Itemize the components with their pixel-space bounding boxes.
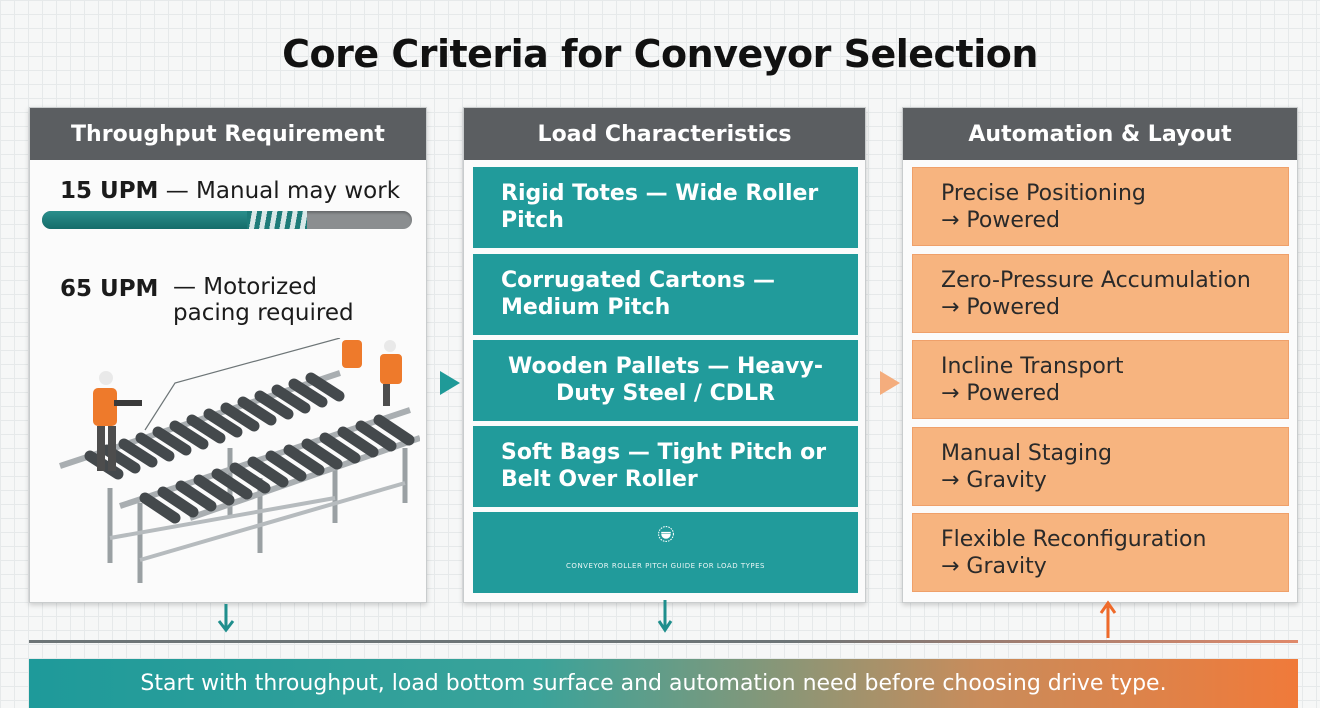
worker-left [93, 371, 142, 471]
throughput-row-15: 15 UPM — Manual may work [60, 178, 400, 204]
throughput-15-value: 15 UPM [60, 178, 159, 204]
auto-card-manual-staging: Manual Staging → Gravity [912, 427, 1289, 506]
auto-card-result: → Powered [941, 208, 1060, 233]
throughput-bar-hatch [247, 211, 307, 229]
automation-panel: Automation & Layout Precise Positioning … [902, 107, 1298, 603]
summary-banner-text: Start with throughput, load bottom surfa… [140, 671, 1167, 696]
auto-card-title: Flexible Reconfiguration [941, 527, 1207, 552]
throughput-heading: Throughput Requirement [30, 108, 426, 160]
auto-card-result: → Gravity [941, 554, 1047, 579]
worker-right-1 [342, 340, 362, 368]
load-card-pitch-guide: CONVEYOR ROLLER PITCH GUIDE FOR LOAD TYP… [473, 512, 858, 593]
arrow-up-icon [1099, 600, 1117, 638]
throughput-bar [42, 211, 412, 229]
flow-baseline [29, 640, 1298, 643]
auto-card-flexible: Flexible Reconfiguration → Gravity [912, 513, 1289, 592]
load-card-corrugated-cartons: Corrugated Cartons — Medium Pitch [473, 254, 858, 335]
arrow-down-icon [657, 600, 673, 633]
throughput-65-text: — Motorized pacing required [173, 274, 354, 326]
load-heading: Load Characteristics [464, 108, 865, 160]
auto-card-title: Incline Transport [941, 354, 1124, 379]
auto-card-zero-pressure: Zero-Pressure Accumulation → Powered [912, 254, 1289, 333]
auto-card-result: → Powered [941, 381, 1060, 406]
auto-card-title: Zero-Pressure Accumulation [941, 268, 1251, 293]
roller-gear-icon [657, 526, 674, 542]
page-title: Core Criteria for Conveyor Selection [282, 32, 1038, 76]
automation-heading: Automation & Layout [903, 108, 1297, 160]
throughput-15-text: — Manual may work [165, 178, 401, 204]
worker-right-2 [380, 340, 402, 406]
auto-card-precise-positioning: Precise Positioning → Powered [912, 167, 1289, 246]
throughput-panel: Throughput Requirement 15 UPM — Manual m… [29, 107, 427, 603]
auto-card-title: Precise Positioning [941, 181, 1146, 206]
pitch-guide-caption: CONVEYOR ROLLER PITCH GUIDE FOR LOAD TYP… [566, 562, 765, 570]
throughput-65-value: 65 UPM [60, 276, 159, 302]
load-panel: Load Characteristics Rigid Totes — Wide … [463, 107, 866, 603]
arrow-right-icon [440, 371, 460, 395]
arrow-down-icon [217, 604, 235, 633]
load-card-soft-bags: Soft Bags — Tight Pitch or Belt Over Rol… [473, 426, 858, 507]
load-card-rigid-totes: Rigid Totes — Wide Roller Pitch [473, 167, 858, 248]
auto-card-result: → Gravity [941, 468, 1047, 493]
roller-conveyor-illustration [59, 338, 420, 583]
summary-banner: Start with throughput, load bottom surfa… [29, 659, 1298, 708]
load-card-wooden-pallets: Wooden Pallets — Heavy-Duty Steel / CDLR [473, 340, 858, 421]
auto-card-title: Manual Staging [941, 441, 1112, 466]
auto-card-incline: Incline Transport → Powered [912, 340, 1289, 419]
throughput-bar-fill [42, 211, 252, 229]
auto-card-result: → Powered [941, 295, 1060, 320]
arrow-right-icon [880, 371, 900, 395]
